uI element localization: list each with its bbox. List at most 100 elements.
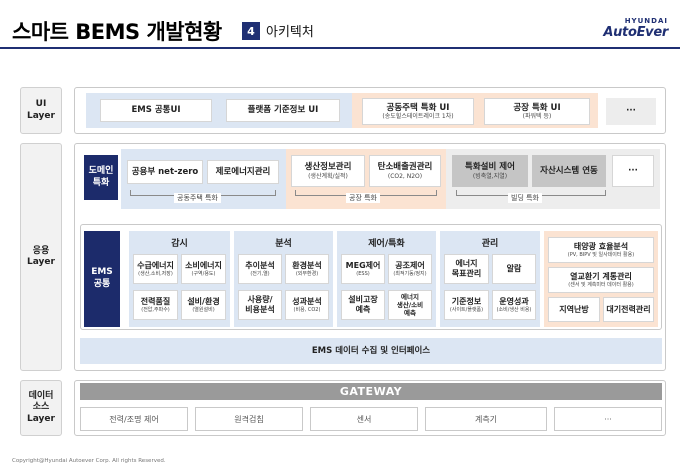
domain-factory-item-2-sub: (CO2, N2O)	[387, 172, 423, 180]
section-number: 4	[242, 22, 260, 40]
source-more: ···	[554, 407, 662, 431]
ems-common-label: EMS 공통	[84, 231, 120, 327]
logo-brand-top: HYUNDAI	[624, 17, 668, 25]
app-layer-label: 응용 Layer	[20, 143, 62, 371]
monitor-item-4-title: 설비/환경	[187, 297, 220, 306]
monitor-item-3-sub: (전압,주파수)	[141, 307, 170, 313]
manage-item-3-sub: (사이트/플랫폼)	[449, 307, 484, 313]
manage-item-2: 알람	[492, 254, 536, 284]
domain-building-item-1-sub: (빙축열,지열)	[472, 172, 508, 180]
page-title: 스마트 BEMS 개발현황	[12, 20, 222, 44]
domain-factory-item-1-sub: (생산계획/실적)	[308, 172, 348, 180]
control-item-4: 에너지 생산/소비 예측	[388, 290, 432, 320]
domain-apt-item-1: 공용부 net-zero	[127, 160, 203, 184]
monitor-item-1: 수급에너지 (생산,소비,저장)	[133, 254, 178, 284]
copyright-text: Copyright@Hyundai Autoever Corp. All rig…	[12, 458, 166, 464]
control-item-2: 공조제어 (최적기동/정지)	[388, 254, 432, 284]
platform-ui-box: 플랫폼 기준정보 UI	[226, 99, 340, 122]
data-layer-label: 데이터 소스 Layer	[20, 380, 62, 436]
group-manage-header: 관리	[481, 239, 499, 249]
analysis-item-4: 성과분석 (비용, CO2)	[285, 290, 329, 320]
control-item-1: MEG제어 (ESS)	[341, 254, 385, 284]
group-monitor-header: 감시	[171, 239, 188, 249]
monitor-item-4: 설비/환경 (열원설비)	[181, 290, 226, 320]
domain-factory-item-2-title: 탄소배출권관리	[377, 162, 433, 173]
group-control-header: 제어/특화	[368, 239, 405, 249]
domain-more-box: ···	[612, 155, 654, 187]
manage-item-3: 기준정보 (사이트/플랫폼)	[444, 290, 489, 320]
manage-item-4: 운영성과 (소비/생산 비용)	[492, 290, 536, 320]
manage-item-2-title: 알람	[506, 264, 522, 273]
standby-power-box: 대기전력관리	[603, 297, 654, 322]
analysis-item-2-sub: (외부환경)	[295, 271, 319, 277]
analysis-item-4-title: 성과분석	[292, 297, 322, 306]
control-item-3: 설비고장 예측	[341, 290, 385, 320]
ui-more-box: ···	[606, 98, 656, 125]
control-item-2-sub: (최적기동/정지)	[393, 271, 427, 277]
source-meter: 계측기	[425, 407, 547, 431]
domain-factory-item-1: 생산정보관리 (생산계획/실적)	[291, 155, 365, 187]
analysis-item-3: 사용량/ 비용분석	[238, 290, 282, 320]
source-lighting-control: 전력/조명 제어	[80, 407, 188, 431]
gateway-bar: GATEWAY	[80, 383, 662, 400]
header-divider	[0, 47, 680, 49]
group-analysis-header: 분석	[275, 239, 292, 249]
analysis-item-1-sub: (전기,열)	[250, 271, 270, 277]
analysis-item-4-sub: (비용, CO2)	[293, 307, 321, 313]
control-item-2-title: 공조제어	[395, 261, 425, 270]
domain-building-item-2-title: 자산시스템 연동	[540, 165, 598, 176]
manage-item-1-title: 에너지 목표관리	[451, 259, 482, 278]
interface-bar: EMS 데이터 수집 및 인터페이스	[80, 338, 662, 364]
pv-efficiency-sub: (PV, BIPV 및 일사데이터 활용)	[567, 252, 635, 258]
monitor-item-3-title: 전력품질	[140, 297, 171, 306]
factory-ui-title: 공장 특화 UI	[513, 102, 561, 113]
analysis-item-2-title: 환경분석	[292, 261, 322, 270]
monitor-item-2-sub: (구역/용도)	[191, 271, 216, 277]
heat-exchanger-box: 열교환기 계통관리 (센서 및 계측미터 데이터 활용)	[548, 267, 654, 293]
apt-brace-label: 공동주택 특화	[174, 193, 221, 203]
apt-ui-sub: (송도힐스테이트레이크 1차)	[382, 113, 454, 120]
domain-factory-item-1-title: 생산정보관리	[304, 162, 352, 173]
analysis-item-3-title: 사용량/ 비용분석	[245, 295, 275, 314]
factory-ui-box: 공장 특화 UI (파워텍 등)	[484, 98, 590, 125]
domain-building-item-1: 특화설비 제어 (빙축열,지열)	[452, 155, 528, 187]
control-item-1-sub: (ESS)	[356, 271, 370, 277]
factory-ui-sub: (파워텍 등)	[522, 113, 552, 120]
control-item-4-title: 에너지 생산/소비 예측	[396, 292, 424, 318]
domain-building-item-1-title: 특화설비 제어	[465, 162, 515, 173]
control-item-1-title: MEG제어	[345, 261, 381, 270]
heat-exchanger-sub: (센서 및 계측미터 데이터 활용)	[568, 282, 634, 288]
pv-efficiency-title: 태양광 효율분석	[573, 242, 629, 251]
monitor-item-4-sub: (열원설비)	[192, 307, 215, 313]
factory-brace-label: 공장 특화	[346, 193, 380, 203]
monitor-item-1-sub: (생산,소비,저장)	[138, 271, 173, 277]
monitor-item-2-title: 소비에너지	[185, 261, 222, 270]
source-remote-metering: 원격검침	[195, 407, 303, 431]
pv-efficiency-box: 태양광 효율분석 (PV, BIPV 및 일사데이터 활용)	[548, 237, 654, 263]
apt-ui-title: 공동주택 특화 UI	[386, 102, 450, 113]
monitor-item-3: 전력품질 (전압,주파수)	[133, 290, 178, 320]
domain-building-item-2: 자산시스템 연동	[532, 155, 606, 187]
domain-label: 도메인 특화	[84, 155, 118, 200]
monitor-item-1-title: 수급에너지	[137, 261, 174, 270]
manage-item-3-title: 기준정보	[451, 297, 482, 306]
apt-ui-box: 공동주택 특화 UI (송도힐스테이트레이크 1차)	[362, 98, 474, 125]
logo-brand-main: AutoEver	[603, 25, 668, 40]
analysis-item-2: 환경분석 (외부환경)	[285, 254, 329, 284]
control-item-3-title: 설비고장 예측	[348, 295, 378, 314]
district-heating-box: 지역난방	[548, 297, 600, 322]
section-name: 아키텍처	[266, 25, 314, 40]
analysis-item-1-title: 추이분석	[245, 261, 275, 270]
heat-exchanger-title: 열교환기 계통관리	[570, 272, 632, 281]
source-sensor: 센서	[310, 407, 418, 431]
ui-layer-label: UI Layer	[20, 87, 62, 134]
monitor-item-2: 소비에너지 (구역/용도)	[181, 254, 226, 284]
ems-common-ui-box: EMS 공통UI	[100, 99, 212, 122]
manage-item-4-sub: (소비/생산 비용)	[496, 307, 532, 313]
manage-item-4-title: 운영성과	[499, 297, 529, 306]
analysis-item-1: 추이분석 (전기,열)	[238, 254, 282, 284]
domain-apt-item-2: 제로에너지관리	[207, 160, 279, 184]
domain-factory-item-2: 탄소배출권관리 (CO2, N2O)	[369, 155, 441, 187]
building-brace-label: 빌딩 특화	[508, 193, 542, 203]
manage-item-1: 에너지 목표관리	[444, 254, 489, 284]
